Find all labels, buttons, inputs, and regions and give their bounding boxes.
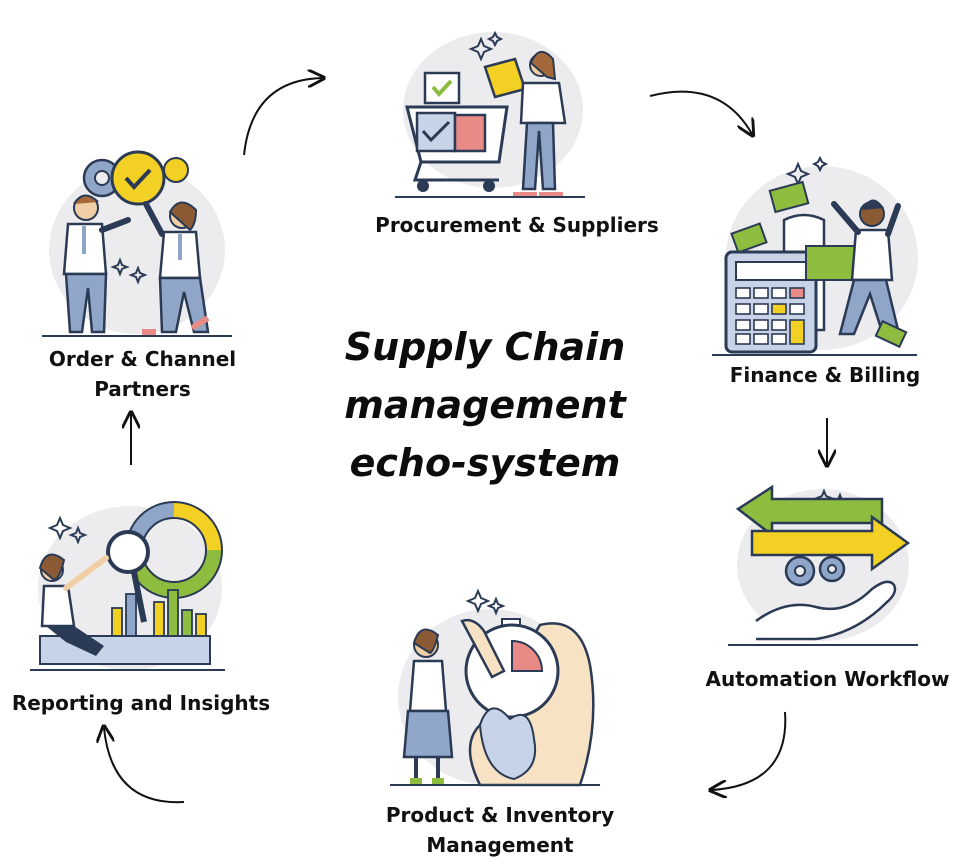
double-arrow-gears-icon (728, 485, 918, 646)
title-line-2: management (344, 383, 626, 427)
diagram-title: Supply Chain management echo-system (300, 318, 670, 492)
arrow-inventory-to-reporting (104, 728, 185, 804)
stopwatch-icon (390, 588, 600, 787)
arrow-order-to-procurement (243, 78, 322, 156)
label-automation: Automation Workflow (705, 664, 950, 694)
label-inventory-line-1: Product & Inventory (385, 803, 615, 827)
gears-team-icon (42, 150, 232, 337)
label-inventory-line-2: Management (426, 833, 574, 857)
label-order-line-1: Order & Channel (48, 347, 237, 371)
label-procurement-line: Procurement & Suppliers (375, 213, 659, 237)
title-line-3: echo-system (349, 441, 621, 485)
label-procurement: Procurement & Suppliers (372, 210, 662, 240)
label-reporting-line: Reporting and Insights (11, 691, 271, 715)
label-inventory: Product & Inventory Management (370, 800, 630, 860)
label-finance-line: Finance & Billing (729, 363, 921, 387)
label-finance: Finance & Billing (720, 360, 930, 390)
arrow-automation-to-inventory (712, 711, 787, 790)
label-reporting: Reporting and Insights (10, 688, 272, 718)
label-automation-line: Automation Workflow (705, 667, 950, 691)
label-order-line-2: Partners (94, 377, 191, 401)
magnifier-chart-icon (30, 501, 225, 671)
calculator-icon (712, 155, 918, 356)
label-order: Order & Channel Partners (30, 344, 255, 404)
arrow-procurement-to-finance (649, 90, 752, 134)
title-line-1: Supply Chain (344, 325, 626, 369)
shopping-cart-icon (395, 30, 585, 198)
